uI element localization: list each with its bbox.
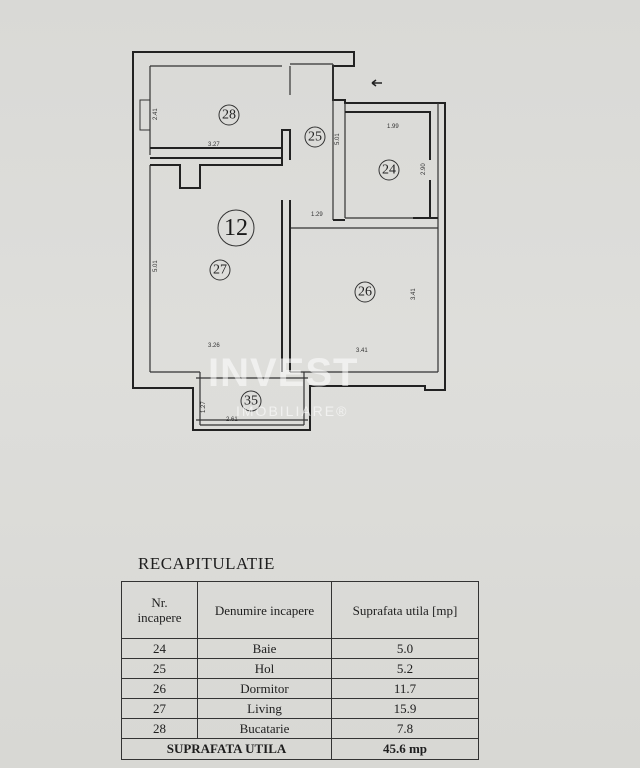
- room-label-25: 25: [308, 130, 322, 145]
- dimension-label: 3.26: [208, 343, 220, 349]
- header-area: Suprafata utila [mp]: [331, 581, 479, 639]
- total-label: SUPRAFATA UTILA: [121, 738, 332, 760]
- room-circle-28: [218, 104, 240, 126]
- balcony-outline: [196, 377, 308, 421]
- window-mark: [139, 99, 151, 131]
- cell-name: Dormitor: [197, 678, 332, 699]
- cell-area: 15.9: [331, 698, 479, 719]
- outer-wall: [132, 51, 446, 431]
- room-label-27: 27: [213, 263, 227, 278]
- cell-area: 11.7: [331, 678, 479, 699]
- table-row: 25 Hol 5.2: [121, 658, 479, 679]
- cell-nr: 24: [121, 638, 198, 659]
- dimension-label: 2.41: [153, 108, 159, 120]
- apartment-number-circle: [217, 209, 255, 247]
- cell-name: Living: [197, 698, 332, 719]
- room-label-26: 26: [358, 285, 372, 300]
- total-value: 45.6 mp: [331, 738, 479, 760]
- room-circle-24: [378, 159, 400, 181]
- cell-nr: 26: [121, 678, 198, 699]
- header-nr-line2: incapere: [137, 610, 182, 625]
- table-row: 28 Bucatarie 7.8: [121, 718, 479, 739]
- room-label-24: 24: [382, 163, 396, 178]
- table-total-row: SUPRAFATA UTILA 45.6 mp: [121, 738, 479, 760]
- room-circle-35: [240, 390, 262, 412]
- header-name: Denumire incapere: [197, 581, 332, 639]
- watermark-subtitle: IMOBILIARE®: [236, 403, 348, 419]
- dimension-label: 3.41: [356, 348, 368, 354]
- apartment-number: 12: [224, 215, 248, 241]
- room-label-28: 28: [222, 108, 236, 123]
- dimension-label: 5.01: [335, 133, 341, 145]
- watermark-logo: INVEST: [208, 351, 358, 395]
- table-header-row: Nr. incapere Denumire incapere Suprafata…: [121, 581, 479, 639]
- header-nr-line1: Nr.: [151, 595, 168, 610]
- dimension-label: 1.29: [311, 212, 323, 218]
- room-circle-26: [354, 281, 376, 303]
- dimension-label: 3.41: [411, 288, 417, 300]
- dimension-label: 1.27: [201, 401, 207, 413]
- cell-nr: 28: [121, 718, 198, 739]
- recap-table: Nr. incapere Denumire incapere Suprafata…: [121, 581, 479, 760]
- kitchen-wall: [150, 147, 283, 159]
- cell-area: 5.0: [331, 638, 479, 659]
- cell-area: 5.2: [331, 658, 479, 679]
- room-circle-27: [209, 259, 231, 281]
- dimension-label: 5.01: [153, 260, 159, 272]
- cell-area: 7.8: [331, 718, 479, 739]
- cell-nr: 27: [121, 698, 198, 719]
- dimension-label: 3.27: [208, 142, 220, 148]
- cell-nr: 25: [121, 658, 198, 679]
- room-circle-25: [304, 126, 326, 148]
- table-row: 26 Dormitor 11.7: [121, 678, 479, 699]
- table-row: 27 Living 15.9: [121, 698, 479, 719]
- entrance-arrow-icon: [371, 79, 382, 87]
- recap-title: RECAPITULATIE: [138, 554, 275, 573]
- header-nr: Nr. incapere: [121, 581, 198, 639]
- table-row: 24 Baie 5.0: [121, 638, 479, 659]
- cell-name: Hol: [197, 658, 332, 679]
- dimension-label: 2.90: [421, 163, 427, 175]
- cell-name: Baie: [197, 638, 332, 659]
- cell-name: Bucatarie: [197, 718, 332, 739]
- living-right-wall: [281, 200, 291, 372]
- floor-plan: 28 25 24 27 26 35 12 2.41 3.27 1.99 2.90…: [132, 51, 446, 431]
- bath-wall: [333, 111, 438, 221]
- dimension-label: 2.61: [226, 417, 238, 423]
- dimension-label: 1.99: [387, 124, 399, 130]
- living-top-wall: [150, 129, 291, 189]
- room-label-35: 35: [244, 394, 258, 409]
